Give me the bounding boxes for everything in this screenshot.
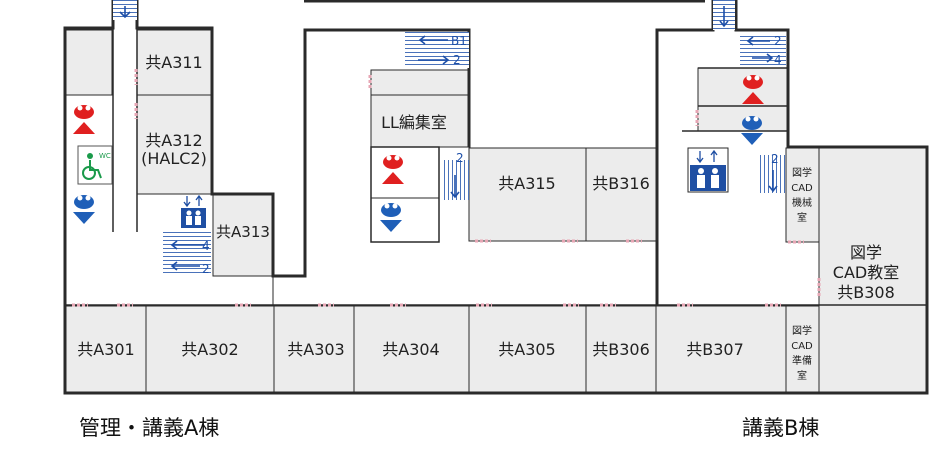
elevator-icon [181,194,206,228]
room-a305: 共A305 [498,340,556,359]
room-a312-sub: (HALC2) [141,149,207,168]
toilet-women-icon [382,155,404,184]
building-a-label: 管理・講義A棟 [79,416,219,440]
building-b-label: 講義B棟 [742,416,819,440]
room-cad-prep-1: 図学 [792,324,812,337]
room-cad-machine-1: 図学 [792,166,812,179]
room-b307: 共B307 [686,340,744,359]
room-cad-class-2: CAD教室 [833,263,899,282]
stairs-icon [740,33,786,66]
room-a312: 共A312 [145,131,203,150]
stairs-icon [405,32,469,68]
room-a315: 共A315 [498,174,556,193]
room-a302: 共A302 [181,340,239,359]
stair-floor-center-side: 2 [456,151,464,165]
room-cad-prep-4: 室 [797,369,807,382]
toilet-men-icon [73,195,95,224]
stair-floor-b1: B1 [451,34,467,48]
toilet-women-icon [742,75,764,104]
room-b306: 共B306 [592,340,650,359]
room-a304: 共A304 [382,340,440,359]
stair-floor-left-down: 2 [202,262,210,276]
svg-text:WC: WC [99,152,111,160]
stair-floor-right-side: 2 [771,152,779,166]
toilet-women-icon [73,105,95,134]
room-cad-machine-4: 室 [797,211,807,224]
room-ll: LL編集室 [381,113,447,132]
room-cad-class-3: 共B308 [837,283,895,302]
stair-floor-center-2: 2 [453,53,461,67]
room-a303: 共A303 [287,340,345,359]
room-labels: 共A301 共A302 共A303 共A304 共A305 共B306 共B30… [77,53,899,382]
room-cad-class-1: 図学 [850,243,882,262]
room-cad-machine-3: 機械 [792,196,812,209]
room-cad-prep-3: 準備 [792,354,812,367]
rooms-layer [65,29,928,394]
stair-floor-right-2: 2 [774,34,782,48]
room-a313: 共A313 [216,223,270,241]
stairs-layer: 4 2 B1 2 2 2 4 2 [113,0,786,276]
doors-layer [72,69,821,307]
toilet-men-icon [741,116,763,145]
room-cad-machine-2: CAD [791,183,813,194]
room-a311: 共A311 [145,53,203,72]
accessible-wc-icon: WC [77,145,113,185]
toilet-men-icon [380,203,402,232]
stair-floor-right-4: 4 [774,53,782,67]
elevator-icon [690,149,726,191]
room-b316: 共B316 [592,174,650,193]
stair-floor-left-up: 4 [202,239,210,253]
room-cad-prep-2: CAD [791,341,813,352]
walls-layer [63,0,929,395]
room-a301: 共A301 [77,340,135,359]
